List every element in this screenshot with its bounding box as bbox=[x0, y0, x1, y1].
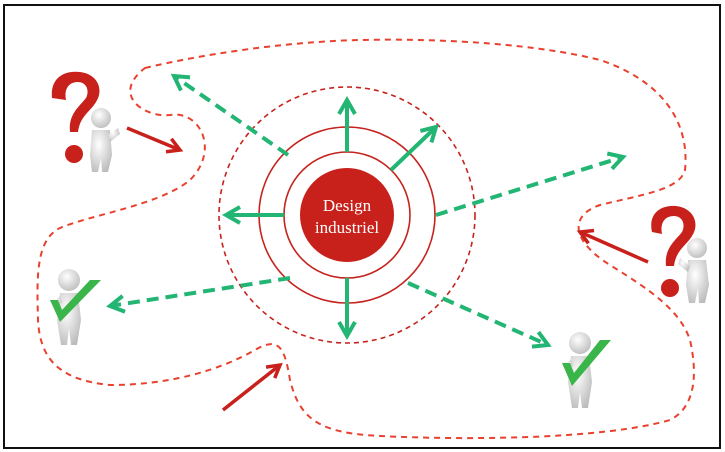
design-core bbox=[300, 168, 394, 262]
center-label-line1: Design bbox=[323, 196, 372, 215]
center-label-line2: industriel bbox=[315, 218, 379, 237]
